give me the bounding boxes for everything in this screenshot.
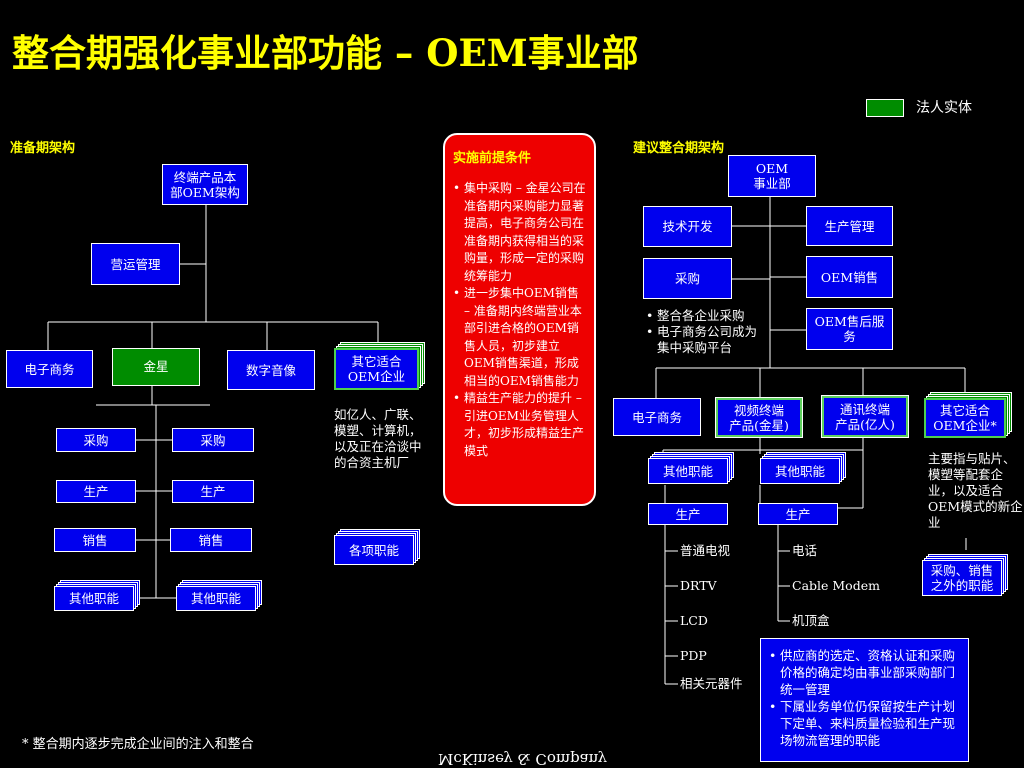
terminal-oem-box: 终端产品本 部OEM架构 xyxy=(162,164,248,205)
col-b-other: 其他职能 xyxy=(176,586,256,611)
r-other-func-1-stack: 其他职能 xyxy=(648,452,734,484)
r-other-box: 采购、销售 之外的职能 xyxy=(922,560,1002,596)
unit-other-oem-stack: 其它适合 OEM企业 xyxy=(334,342,425,390)
purchase-note: 整合各企业采购 xyxy=(646,308,764,324)
unit-jinxing: 金星 xyxy=(112,348,200,386)
video-product-4: PDP xyxy=(680,648,707,663)
other-functions-box: 各项职能 xyxy=(334,535,414,565)
col-a-other: 其他职能 xyxy=(54,586,134,611)
other-functions-stack: 各项职能 xyxy=(334,529,420,565)
operations-box: 营运管理 xyxy=(91,243,180,285)
comm-product-2: Cable Modem xyxy=(792,578,880,593)
tech-dev-box: 技术开发 xyxy=(643,206,732,247)
video-product-2: DRTV xyxy=(680,578,717,593)
video-product-5: 相关元器件 xyxy=(680,676,743,691)
col-a-purchase: 采购 xyxy=(56,428,136,452)
oem-division-box: OEM 事业部 xyxy=(728,155,816,197)
footnote: * 整合期内逐步完成企业间的注入和整合 xyxy=(22,737,254,752)
prerequisite-item: 精益生产能力的提升 – 引进OEM业务管理人才，初步形成精益生产模式 xyxy=(453,390,588,460)
prerequisite-item: 集中采购 – 金星公司在准备期内采购能力显著提高，电子商务公司在准备期内获得相当… xyxy=(453,180,588,285)
brand-logo: McKinsey & Company xyxy=(438,750,607,768)
col-b-sales: 销售 xyxy=(170,528,252,552)
prerequisites-heading: 实施前提条件 xyxy=(453,151,532,166)
r-production-1: 生产 xyxy=(648,503,728,525)
page-title: 整合期强化事业部功能 – OEM事业部 xyxy=(12,31,639,75)
comm-product-3: 机顶盒 xyxy=(792,613,830,628)
col-a-other-stack: 其他职能 xyxy=(54,580,140,611)
comm-product-1: 电话 xyxy=(792,543,818,558)
legend-swatch xyxy=(866,99,904,117)
unit-ecommerce: 电子商务 xyxy=(6,350,93,388)
r-unit-video: 视频终端 产品(金星) xyxy=(715,397,803,438)
heading-left: 准备期架构 xyxy=(10,141,76,156)
unit-other-oem: 其它适合 OEM企业 xyxy=(334,348,419,390)
bottom-note: 供应商的选定、资格认证和采购价格的确定均由事业部采购部门统一管理 xyxy=(769,647,960,698)
r-other-box-stack: 采购、销售 之外的职能 xyxy=(922,554,1008,596)
bottom-note: 下属业务单位仍保留按生产计划下定单、来料质量检验和生产现场物流管理的职能 xyxy=(769,698,960,749)
col-a-sales: 销售 xyxy=(54,528,136,552)
col-b-production: 生产 xyxy=(172,480,254,503)
r-unit-comm: 通讯终端 产品(亿人) xyxy=(821,395,909,438)
bottom-notes-box: 供应商的选定、资格认证和采购价格的确定均由事业部采购部门统一管理 下属业务单位仍… xyxy=(760,638,969,762)
legend-label: 法人实体 xyxy=(916,100,972,116)
other-oem-note: 如亿人、广联、 模塑、计算机， 以及正在洽谈中 的合资主机厂 xyxy=(334,407,422,470)
prerequisite-item: 进一步集中OEM销售 – 准备期内终端营业本部引进合格的OEM销售人员，初步建立… xyxy=(453,285,588,390)
r-other-func-2-stack: 其他职能 xyxy=(760,452,846,484)
r-other-func-2: 其他职能 xyxy=(760,458,840,484)
col-a-production: 生产 xyxy=(56,480,136,503)
prerequisites-panel: 实施前提条件 集中采购 – 金星公司在准备期内采购能力显著提高，电子商务公司在准… xyxy=(443,133,596,506)
video-product-3: LCD xyxy=(680,613,708,628)
r-production-2: 生产 xyxy=(758,503,838,525)
purchase-note: 电子商务公司成为集中采购平台 xyxy=(646,324,764,356)
production-mgmt-box: 生产管理 xyxy=(806,206,893,246)
oem-sales-box: OEM销售 xyxy=(806,256,893,298)
purchase-box: 采购 xyxy=(643,258,732,299)
oem-after-sales-box: OEM售后服 务 xyxy=(806,308,893,350)
r-other-func-1: 其他职能 xyxy=(648,458,728,484)
r-unit-other-stack: 其它适合 OEM企业* xyxy=(924,392,1012,438)
purchase-notes: 整合各企业采购 电子商务公司成为集中采购平台 xyxy=(646,308,764,356)
col-b-purchase: 采购 xyxy=(172,428,254,452)
r-unit-ecommerce: 电子商务 xyxy=(613,398,701,436)
col-b-other-stack: 其他职能 xyxy=(176,580,262,611)
heading-right: 建议整合期架构 xyxy=(633,141,725,156)
r-unit-other: 其它适合 OEM企业* xyxy=(924,398,1006,438)
unit-digital-av: 数字音像 xyxy=(227,350,315,390)
r-other-note: 主要指与贴片、 模塑等配套企 业，以及适合 OEM模式的新企 业 xyxy=(928,451,1023,530)
video-product-1: 普通电视 xyxy=(680,543,731,558)
prerequisites-list: 集中采购 – 金星公司在准备期内采购能力显著提高，电子商务公司在准备期内获得相当… xyxy=(453,180,588,460)
